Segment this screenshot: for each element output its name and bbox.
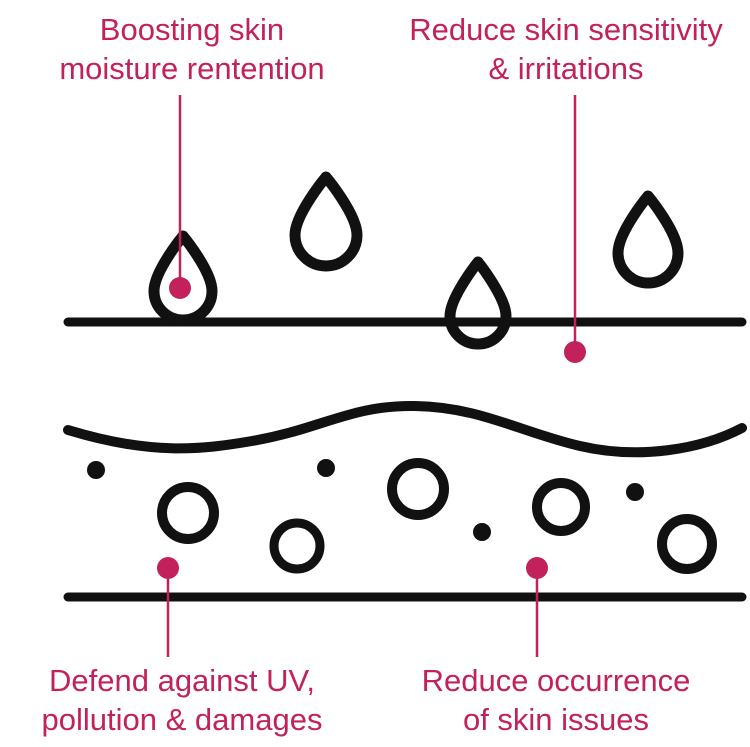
anchor-dot-top-left [169,277,191,299]
ring-4-icon [532,478,590,536]
dot-1-icon [87,461,105,479]
droplet-3-icon [444,256,512,350]
droplet-group [148,171,684,350]
wavy-boundary-line [63,400,747,458]
callout-label-top-right: Reduce skin sensitivity & irritations [409,12,723,86]
dot-3-icon [473,523,491,541]
droplet-2-icon [289,171,363,272]
dot-2-icon [317,459,335,477]
droplet-4-icon [612,190,684,289]
callout-label-bottom-right: Reduce occurrence of skin issues [421,663,691,737]
cell-ring-group [157,458,717,574]
ring-1-icon [157,482,219,544]
dot-4-icon [626,483,644,501]
ring-2-icon [269,518,325,574]
ring-3-icon [387,458,449,520]
callout-leader-group [166,95,577,657]
callout-label-bottom-left: Defend against UV, pollution & damages [41,663,323,737]
anchor-dot-bottom-right [526,557,548,579]
anchor-dot-top-right [564,341,586,363]
droplet-1-icon [148,230,218,326]
anchor-dot-bottom-left [157,557,179,579]
particle-dot-group [87,459,644,541]
callout-anchor-group [157,277,586,579]
ring-5-icon [657,514,717,574]
callout-label-top-left: Boosting skin moisture rentention [59,12,325,86]
